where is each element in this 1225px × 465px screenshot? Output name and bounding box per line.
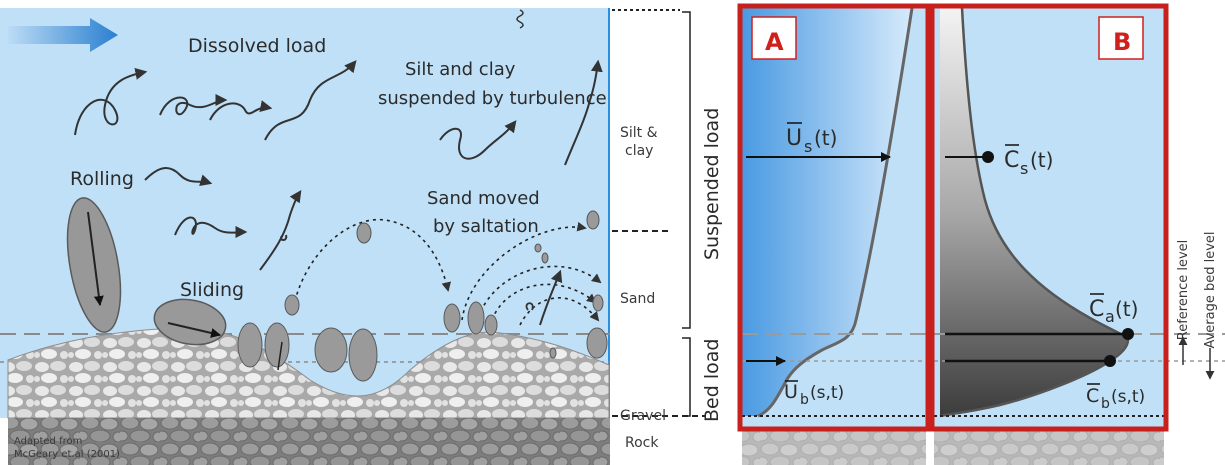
dissolved-path-3 bbox=[209, 100, 273, 121]
bed-load-label: Bed load bbox=[701, 339, 723, 422]
cs-point bbox=[982, 151, 994, 163]
panel-a: A U s (t) U b (s,t) bbox=[737, 3, 931, 465]
rolling-direction-arrow bbox=[87, 211, 104, 306]
dissolved-load-label: Dissolved load bbox=[188, 35, 326, 57]
credit-line-2: McGeary et.al (2001) bbox=[14, 449, 120, 460]
panel-b-tag: B bbox=[1113, 28, 1131, 56]
gravel-boulder bbox=[237, 322, 263, 368]
cb-argument: (s,t) bbox=[1111, 387, 1145, 407]
ub-argument: (s,t) bbox=[810, 383, 844, 403]
velocity-profile-curve bbox=[757, 7, 914, 418]
gravel-boulder bbox=[484, 314, 498, 336]
cb-point bbox=[1104, 355, 1116, 367]
panel-a-tag: A bbox=[765, 28, 784, 56]
us-subscript: s bbox=[804, 137, 812, 156]
panel-b-tag-box bbox=[1098, 16, 1144, 60]
level-labels: Reference level Average bed level bbox=[1176, 231, 1218, 380]
curly-path-1 bbox=[174, 216, 248, 239]
gravel-boulder bbox=[443, 303, 461, 333]
ca-point bbox=[1122, 328, 1134, 340]
curly-path-2 bbox=[259, 190, 302, 271]
average-bed-label: Average bed level bbox=[1203, 231, 1218, 348]
suspended-load-label: Suspended load bbox=[701, 108, 723, 260]
bed-load-bracket bbox=[682, 337, 691, 417]
panel-a-frame bbox=[737, 3, 931, 432]
credit-line-1: Adapted from bbox=[14, 436, 82, 447]
sand-saltation-label-2: by saltation bbox=[433, 216, 539, 237]
sliding-direction-arrow bbox=[167, 322, 221, 338]
gravel-boulder bbox=[264, 322, 290, 368]
saltation-arc-1 bbox=[291, 218, 451, 316]
silt-clay-label-1: Silt and clay bbox=[405, 59, 516, 80]
dissolved-path-2 bbox=[159, 94, 228, 116]
silt-clay-label-2: suspended by turbulence bbox=[378, 88, 607, 109]
sand-saltation-label-1: Sand moved bbox=[427, 188, 540, 209]
sliding-boulder bbox=[153, 298, 227, 346]
silt-path-2 bbox=[439, 120, 517, 160]
flow-direction-arrow bbox=[8, 18, 118, 52]
size-class-column: Silt & clay Sand Gravel Rock Suspended l… bbox=[612, 9, 723, 451]
dissolved-path-1 bbox=[74, 67, 148, 136]
cb-symbol: C bbox=[1086, 385, 1099, 407]
gravel-boulder bbox=[549, 347, 557, 359]
sand-grain bbox=[356, 222, 372, 244]
ub-symbol: U bbox=[784, 381, 798, 403]
rock-class-label: Rock bbox=[625, 435, 659, 451]
ca-symbol: C bbox=[1089, 297, 1104, 322]
sliding-label: Sliding bbox=[180, 279, 244, 301]
sand-curl bbox=[525, 302, 534, 311]
gravel-class-label: Gravel bbox=[620, 408, 666, 424]
curly-loop bbox=[280, 234, 288, 241]
ub-subscript: b bbox=[800, 392, 809, 408]
rolling-label: Rolling bbox=[70, 168, 134, 190]
rolling-path bbox=[144, 167, 213, 186]
gravel-boulder bbox=[284, 294, 300, 316]
panel-b-frame bbox=[929, 3, 1169, 432]
us-argument: (t) bbox=[814, 126, 837, 150]
silt-class-label-1: Silt & bbox=[620, 125, 658, 141]
left-panel: Dissolved load Silt and clay suspended b… bbox=[0, 8, 610, 465]
gravel-bed bbox=[7, 327, 610, 419]
us-symbol: U bbox=[786, 126, 802, 151]
reference-level-label: Reference level bbox=[1176, 240, 1191, 341]
cs-argument: (t) bbox=[1030, 148, 1053, 172]
silt-path-1 bbox=[264, 60, 357, 141]
saltation-arc-4 bbox=[491, 283, 597, 321]
gravel-boulder bbox=[467, 301, 485, 335]
squiggle-icon bbox=[516, 9, 524, 29]
panel-a-rock bbox=[742, 428, 926, 465]
rock-layer bbox=[8, 418, 610, 465]
gravel-boulder bbox=[314, 327, 348, 373]
panel-a-tag-box bbox=[751, 16, 797, 60]
sand-grain bbox=[534, 243, 542, 253]
gravel-boulder bbox=[348, 328, 378, 382]
sand-up-arrow bbox=[539, 269, 563, 326]
silt-class-label-2: clay bbox=[625, 143, 653, 159]
ca-subscript: a bbox=[1105, 307, 1115, 326]
gravel-boulder bbox=[586, 327, 608, 359]
sand-grain bbox=[541, 252, 549, 264]
boulder-arrow bbox=[277, 341, 283, 371]
cs-symbol: C bbox=[1004, 148, 1019, 173]
sand-class-label: Sand bbox=[620, 291, 655, 307]
sand-grain bbox=[586, 210, 600, 230]
panel-b: B C s (t) C a (t) C b (s,t) bbox=[929, 3, 1225, 465]
cs-subscript: s bbox=[1020, 159, 1028, 178]
cb-subscript: b bbox=[1101, 396, 1110, 412]
velocity-profile-area bbox=[742, 8, 912, 416]
silt-path-3 bbox=[564, 59, 603, 166]
saltation-arc-2 bbox=[461, 221, 587, 321]
gravel-boulder bbox=[592, 294, 604, 312]
ca-argument: (t) bbox=[1115, 297, 1138, 321]
panel-b-rock bbox=[934, 428, 1164, 465]
suspended-load-bracket bbox=[682, 11, 691, 329]
